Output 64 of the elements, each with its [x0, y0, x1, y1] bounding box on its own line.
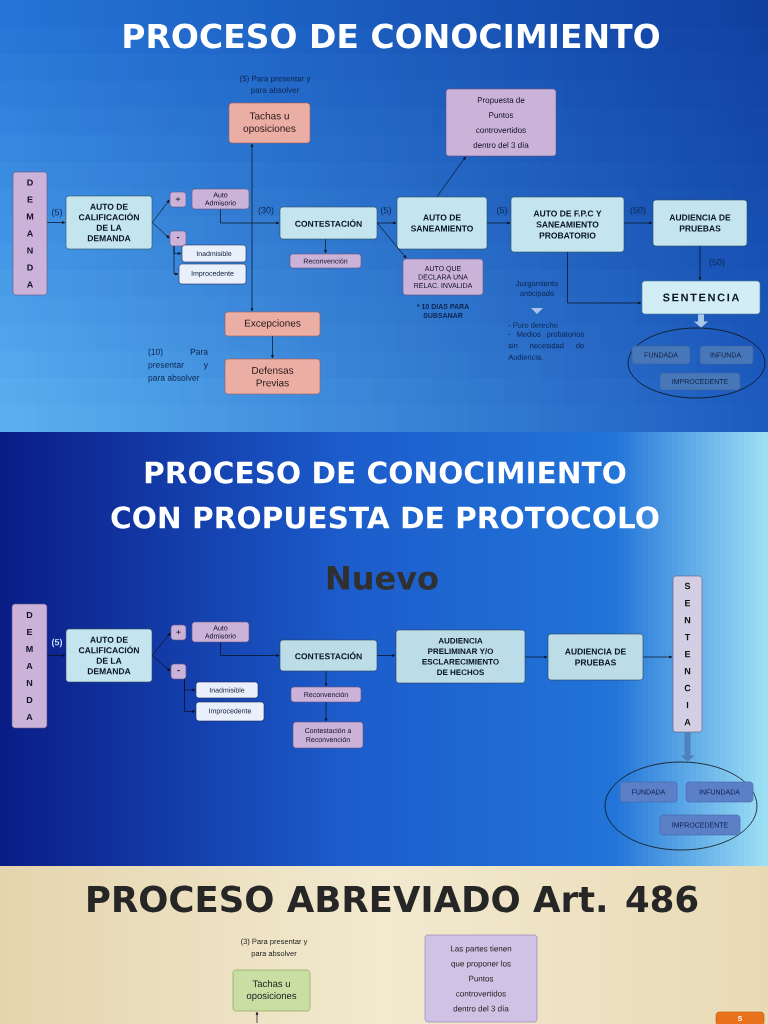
arrow	[324, 238, 327, 254]
arrow	[220, 641, 280, 657]
note-box: Las partes tienen que proponer los Puntos controvertidos dentro del 3 día	[424, 934, 538, 1023]
arrow	[250, 143, 254, 312]
process-box: AUTO DE F.P.C Y SANEAMIENTO PROBATORIO	[510, 196, 625, 253]
process-box: AUDIENCIA DE PRUEBAS	[547, 633, 644, 681]
arrow	[220, 208, 280, 225]
process-box: Tachas u oposiciones	[228, 102, 311, 144]
edge-label: (50)	[709, 258, 725, 268]
edge-label: (30)	[258, 206, 274, 216]
process-box: AUTO DE CALIFICACIÓN DE LA DEMANDA	[65, 628, 153, 683]
edge-label: (5)	[381, 206, 391, 216]
edge-label: (5)	[497, 206, 507, 216]
node-label: PROCESO DE CONOCIMIENTO	[124, 23, 660, 49]
process-box: CONTESTACIÓN	[279, 206, 378, 240]
ellipse-outline	[627, 327, 766, 399]
process-box: SENTENCIA	[641, 280, 761, 315]
arrow	[623, 221, 653, 225]
note-box: Propuesta de Puntos controvertidos dentro del 3 día	[445, 88, 557, 157]
edge-label: (5)	[51, 638, 63, 648]
arrow	[642, 655, 673, 659]
process-box: CONTESTACIÓN	[279, 639, 378, 672]
arrow	[46, 654, 66, 657]
process-box: AUTO DE CALIFICACIÓN DE LA DEMANDA	[65, 195, 153, 250]
node-label: Nuevo	[327, 566, 438, 590]
arrow	[698, 245, 702, 281]
node-label: PROCESO DE CONOCIMIENTO CON PROPUESTA DE PROTOCOLO	[111, 461, 659, 529]
arrow	[46, 221, 66, 224]
process-box: AUTO DE SANEAMIENTO	[396, 196, 488, 250]
arrow	[524, 655, 548, 659]
arrow	[255, 1011, 259, 1024]
arrow	[151, 222, 170, 239]
side-note: (5) Para presentar y para absolver	[240, 75, 311, 95]
arrow	[271, 335, 274, 359]
process-box: Tachas u oposiciones	[232, 969, 311, 1012]
arrow	[376, 654, 396, 657]
ellipse-outline	[604, 761, 758, 851]
process-box: AUDIENCIA PRELIMINAR Y/O ESCLARECIMIENTO DE HECHOS	[395, 629, 526, 684]
side-note: (10) Para presentar y para absolver	[148, 348, 208, 383]
arrow	[173, 245, 179, 276]
node-label: PROCESO ABREVIADO Art. 486	[88, 885, 698, 913]
sign-box: +	[169, 191, 187, 208]
edge-label: (5)	[52, 208, 62, 218]
arrow	[151, 632, 171, 656]
arrow	[376, 222, 407, 259]
process-box: Defensas Previas	[224, 358, 321, 395]
sign-box: -	[170, 663, 187, 680]
arrow	[567, 251, 642, 305]
arrow	[436, 156, 466, 198]
arrow	[486, 221, 511, 225]
arrow	[324, 670, 328, 687]
arrow	[151, 199, 170, 223]
process-box: Excepciones	[224, 311, 321, 337]
edge-label: (50)	[630, 206, 646, 216]
arrow	[151, 655, 171, 672]
sign-box: -	[169, 230, 187, 247]
arrow	[324, 701, 328, 722]
sign-box: +	[170, 624, 187, 641]
arrow	[376, 221, 397, 225]
vertical-box: SENTENCIA	[672, 575, 703, 733]
arrow	[184, 678, 196, 713]
process-box: AUDIENCIA DE PRUEBAS	[652, 199, 748, 247]
vertical-box: DEMANDA	[12, 171, 48, 296]
vertical-box: DEMANDA	[11, 603, 48, 729]
